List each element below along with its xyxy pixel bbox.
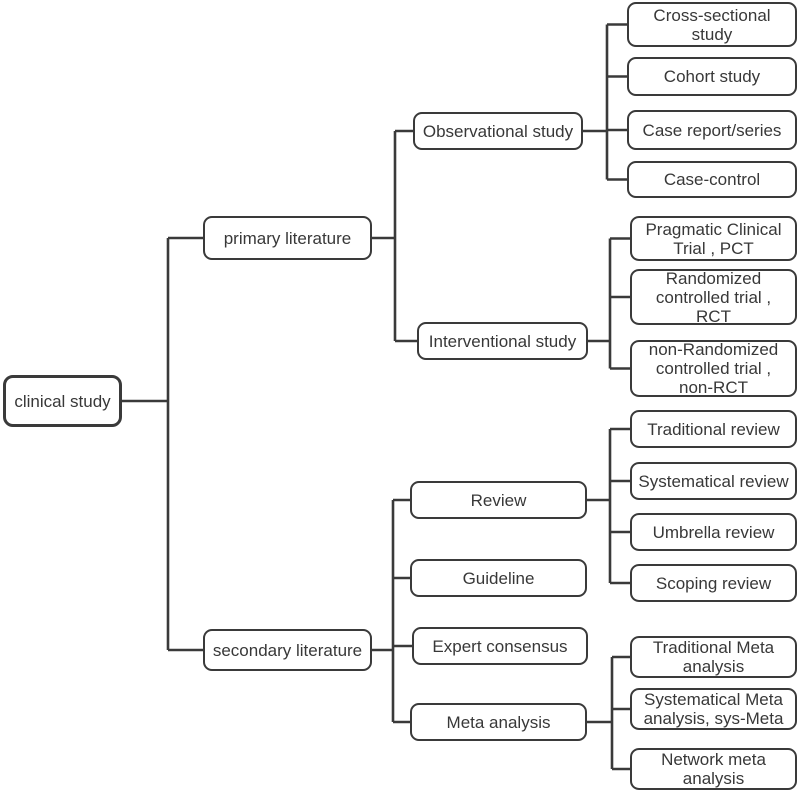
node-case-report-series: Case report/series xyxy=(627,110,797,150)
node-network-meta-analysis: Network meta analysis xyxy=(630,748,797,790)
node-non-randomized-controlled-trial-non-rct: non-Randomized controlled trial , non-RC… xyxy=(630,340,797,397)
node-interventional-study: Interventional study xyxy=(417,322,588,360)
node-systematical-review: Systematical review xyxy=(630,462,797,500)
node-umbrella-review: Umbrella review xyxy=(630,513,797,551)
node-case-control: Case-control xyxy=(627,161,797,198)
node-pragmatic-clinical-trial-pct: Pragmatic Clinical Trial , PCT xyxy=(630,216,797,261)
node-scoping-review: Scoping review xyxy=(630,564,797,602)
node-secondary-literature: secondary literature xyxy=(203,629,372,671)
node-traditional-meta-analysis: Traditional Meta analysis xyxy=(630,636,797,678)
node-review: Review xyxy=(410,481,587,519)
node-meta-analysis: Meta analysis xyxy=(410,703,587,741)
node-cross-sectional-study: Cross-sectional study xyxy=(627,2,797,47)
node-guideline: Guideline xyxy=(410,559,587,597)
node-expert-consensus: Expert consensus xyxy=(412,627,588,665)
node-cohort-study: Cohort study xyxy=(627,57,797,96)
node-clinical-study: clinical study xyxy=(3,375,122,427)
node-primary-literature: primary literature xyxy=(203,216,372,260)
node-systematical-meta-analysis-sys-meta: Systematical Meta analysis, sys-Meta xyxy=(630,688,797,730)
node-traditional-review: Traditional review xyxy=(630,410,797,448)
connector-path xyxy=(122,23,630,771)
node-observational-study: Observational study xyxy=(413,112,583,150)
node-randomized-controlled-trial-rct: Randomized controlled trial , RCT xyxy=(630,269,797,326)
